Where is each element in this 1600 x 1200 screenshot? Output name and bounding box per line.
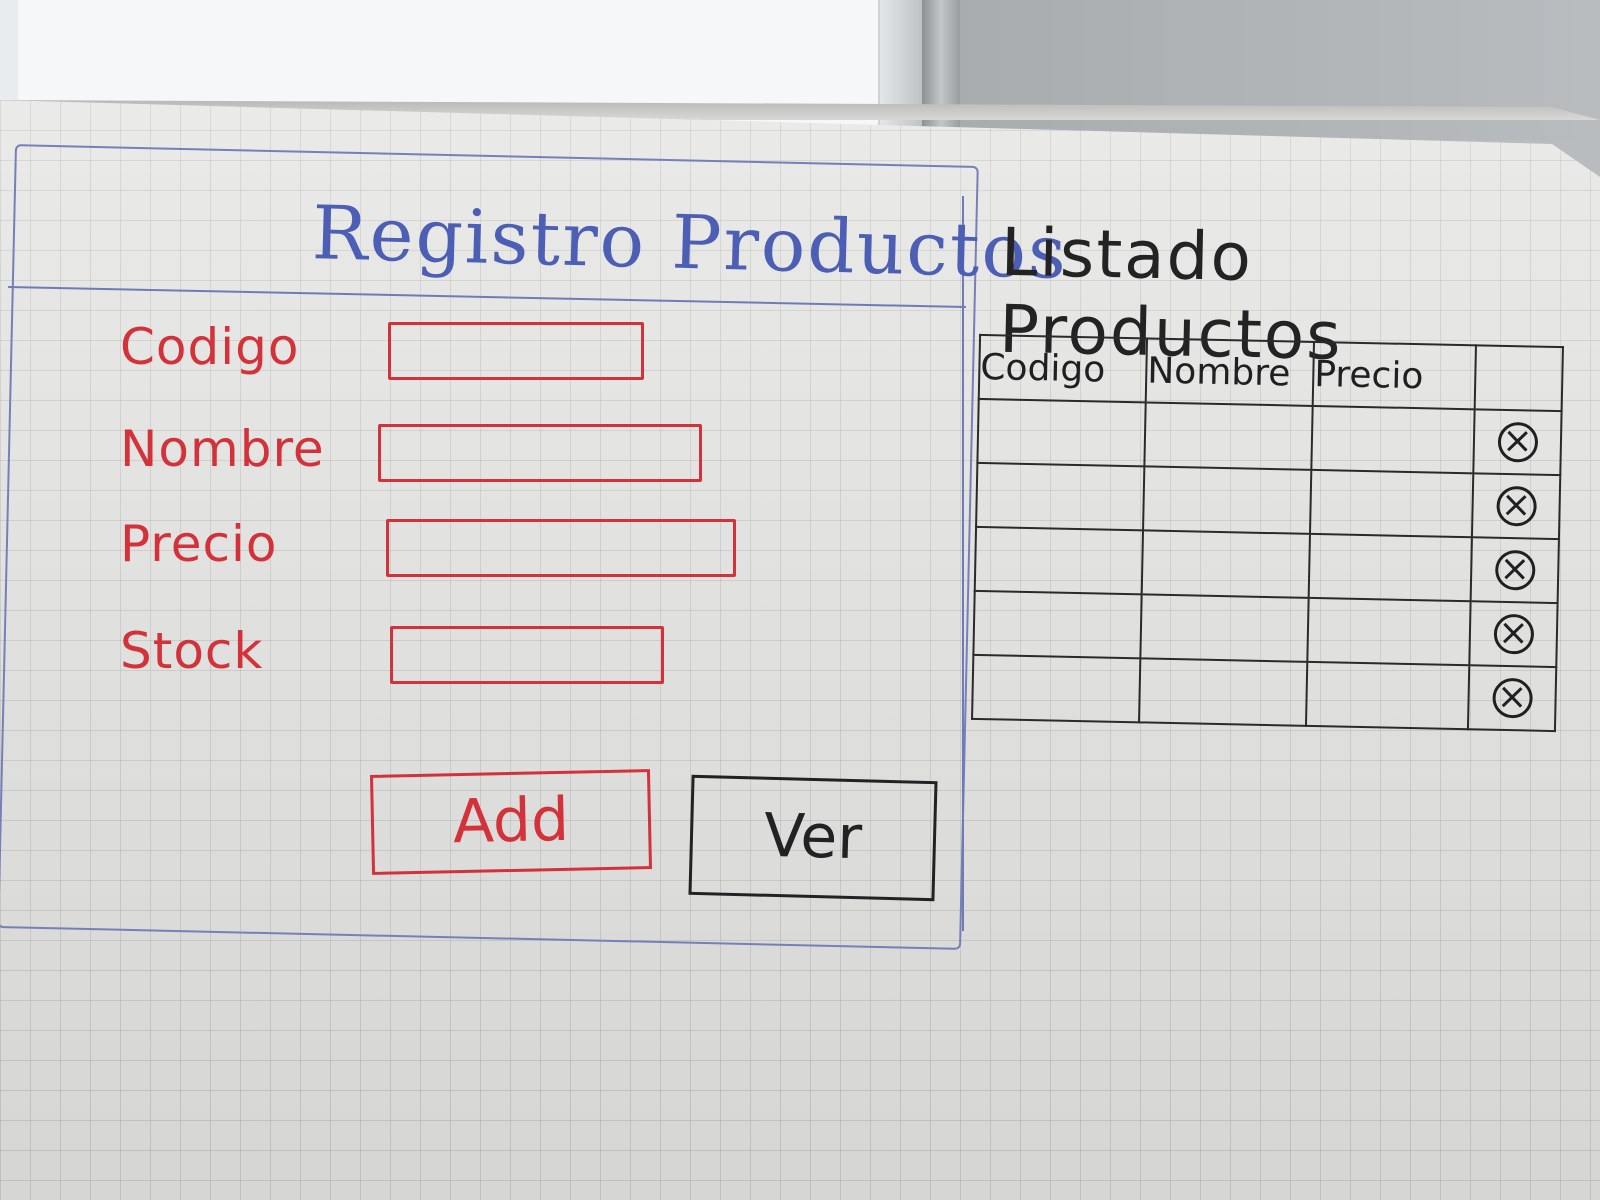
cell-nombre bbox=[1141, 530, 1310, 598]
header-actions bbox=[1474, 345, 1563, 412]
table-row bbox=[972, 654, 1557, 732]
nombre-input[interactable] bbox=[378, 424, 702, 482]
cell-action bbox=[1467, 665, 1557, 732]
nombre-label: Nombre bbox=[120, 420, 325, 478]
delete-circle-icon[interactable] bbox=[1494, 549, 1536, 591]
delete-circle-icon[interactable] bbox=[1497, 421, 1538, 463]
cell-codigo bbox=[977, 398, 1146, 467]
precio-label: Precio bbox=[120, 515, 278, 573]
nombre-row: Nombre bbox=[120, 420, 770, 490]
codigo-input[interactable] bbox=[388, 322, 644, 380]
delete-circle-icon[interactable] bbox=[1493, 613, 1534, 655]
delete-circle-icon[interactable] bbox=[1491, 677, 1533, 719]
cell-action bbox=[1473, 409, 1562, 476]
precio-input[interactable] bbox=[386, 519, 736, 577]
cell-nombre bbox=[1139, 658, 1308, 726]
section-divider bbox=[962, 196, 964, 931]
cell-codigo bbox=[976, 462, 1145, 531]
cell-precio bbox=[1305, 661, 1470, 730]
delete-circle-icon[interactable] bbox=[1495, 485, 1537, 527]
cell-nombre bbox=[1143, 466, 1312, 534]
productos-list: Codigo Nombre Precio bbox=[972, 334, 1565, 740]
table-row bbox=[973, 590, 1558, 668]
stock-input[interactable] bbox=[390, 626, 664, 684]
cell-precio bbox=[1311, 405, 1475, 474]
cell-nombre bbox=[1140, 594, 1309, 662]
cell-action bbox=[1470, 537, 1559, 604]
cell-nombre bbox=[1144, 402, 1313, 470]
table-row bbox=[976, 462, 1561, 540]
stock-row: Stock bbox=[120, 622, 770, 692]
cell-precio bbox=[1309, 469, 1474, 538]
table-row bbox=[974, 526, 1559, 604]
table-header-row: Codigo Nombre Precio bbox=[978, 334, 1563, 412]
header-nombre: Nombre bbox=[1145, 338, 1315, 406]
cell-codigo bbox=[973, 590, 1142, 659]
header-codigo: Codigo bbox=[978, 334, 1148, 403]
whiteboard bbox=[0, 100, 1600, 1200]
add-button[interactable]: Add bbox=[369, 769, 653, 875]
cell-precio bbox=[1308, 533, 1472, 602]
stock-label: Stock bbox=[120, 622, 264, 680]
productos-table: Codigo Nombre Precio bbox=[971, 334, 1564, 732]
ver-button[interactable]: Ver bbox=[688, 774, 938, 902]
table-row bbox=[977, 398, 1562, 476]
header-precio: Precio bbox=[1312, 341, 1476, 410]
cell-precio bbox=[1307, 597, 1471, 666]
precio-row: Precio bbox=[120, 515, 770, 585]
codigo-label: Codigo bbox=[120, 318, 300, 376]
codigo-row: Codigo bbox=[120, 318, 770, 388]
cell-codigo bbox=[974, 526, 1144, 595]
cell-action bbox=[1471, 473, 1561, 540]
cell-codigo bbox=[972, 654, 1141, 723]
cell-action bbox=[1469, 601, 1558, 668]
